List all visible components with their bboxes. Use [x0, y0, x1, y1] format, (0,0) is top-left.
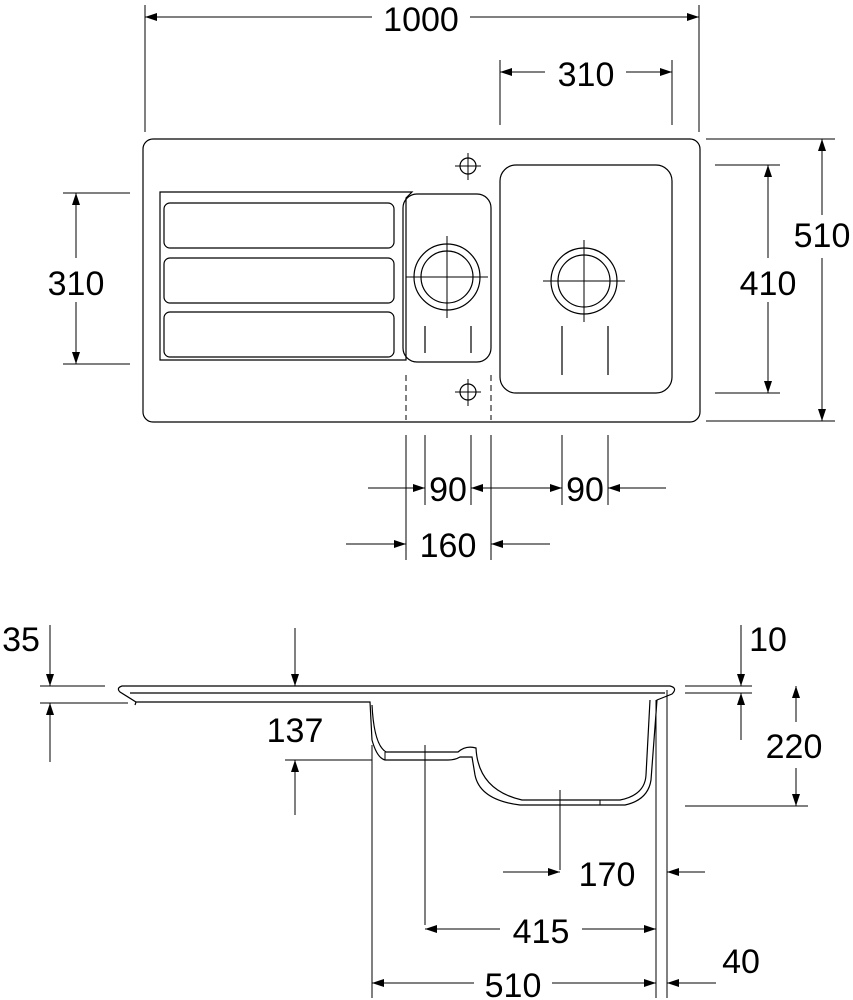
- dim-overall-width: 1000: [144, 1, 700, 132]
- dim-bowl-length: 510: [372, 967, 656, 1000]
- dim-lip-height: 10: [685, 621, 787, 740]
- dim-label: 160: [420, 527, 477, 565]
- dim-bowl-depth: 410: [715, 164, 797, 394]
- side-view: 35 10 220 137: [2, 621, 822, 1000]
- dim-label: 40: [722, 943, 760, 981]
- dim-small-bowl-depth: 137: [267, 712, 372, 815]
- dim-label: 220: [766, 728, 823, 766]
- dim-label: 510: [794, 217, 851, 255]
- dim-label: 35: [2, 621, 40, 659]
- dim-drainer-depth: 310: [48, 192, 130, 365]
- top-view: 1000 310 510 410: [48, 1, 851, 565]
- tap-hole-top: [455, 153, 481, 180]
- dim-label: 90: [429, 471, 467, 509]
- dim-label: 170: [579, 856, 636, 894]
- dim-small-bowl-width: 160: [346, 527, 550, 565]
- dim-main-waste-offset: 90: [490, 435, 666, 560]
- dim-overall-depth: 510: [706, 138, 851, 422]
- dim-edge-offset: 40: [667, 943, 760, 987]
- dim-label: 137: [267, 712, 324, 750]
- small-bowl: [402, 193, 492, 363]
- drainer-groove: [163, 202, 395, 249]
- drainer-groove: [163, 311, 395, 358]
- main-bowl: [499, 164, 673, 394]
- drainer-groove: [163, 257, 395, 304]
- dim-small-waste-offset: 90: [368, 435, 519, 560]
- dim-label: 10: [749, 621, 787, 659]
- drainer-area: [159, 191, 414, 361]
- dim-label: 90: [566, 471, 604, 509]
- tap-hole-bottom: [455, 379, 481, 406]
- dim-bowl-width: 310: [499, 56, 673, 125]
- dim-waste-offset-side: 170: [503, 856, 705, 894]
- sink-outline: [142, 138, 701, 423]
- dim-label: 310: [48, 265, 105, 303]
- dim-label: 1000: [383, 1, 459, 39]
- drainer-outline: [159, 191, 414, 361]
- dim-rim-thickness: 35: [2, 621, 128, 762]
- sink-profile-inner: [130, 692, 665, 801]
- dim-small-waste-distance: 415: [425, 913, 656, 951]
- dim-bowl-depth-side: 220: [685, 686, 823, 807]
- sink-profile-outer: [117, 685, 676, 806]
- dim-label: 415: [513, 913, 570, 951]
- dim-label: 410: [740, 265, 797, 303]
- dim-label: 510: [485, 967, 542, 1000]
- dim-label: 310: [558, 56, 615, 94]
